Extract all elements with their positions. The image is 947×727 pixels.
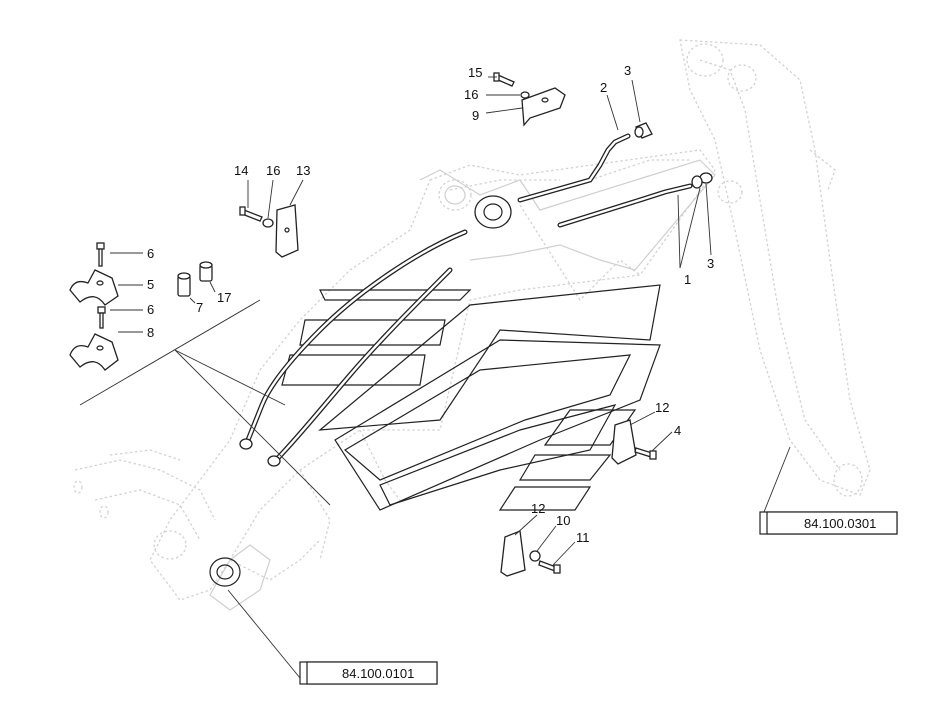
callout-7: 7 [196,300,203,315]
callout-10: 10 [556,513,570,528]
callout-6: 6 [147,246,154,261]
reference-box-boom[interactable]: 84.100.0301 [759,511,898,535]
bolt-part-6-lower [97,306,106,329]
clamp-part-9 [521,87,566,127]
callout-4: 4 [674,423,681,438]
sleeve-part-17 [199,261,213,282]
washer-part-16 [262,218,274,228]
section-lines [79,299,331,506]
reference-label: 84.100.0101 [342,666,414,681]
sleeve-part-7 [177,272,191,297]
callout-16: 16 [266,163,280,178]
ghost-main-frame [73,149,716,601]
steel-pipe-lower [557,183,693,228]
callout-15: 15 [468,65,482,80]
callout-14: 14 [234,163,248,178]
washer-part-16 [520,91,530,99]
fitting-part-3-upper [634,122,653,139]
frame-outline [281,284,661,511]
bolt-part-14 [239,206,263,222]
callout-17: 17 [217,290,231,305]
ghost-boom-arm [679,39,871,497]
steel-pipe-upper [517,133,631,203]
callout-12: 12 [655,400,669,415]
callout-13: 13 [296,163,310,178]
bolt-part-11 [538,560,561,574]
bracket-part-12-lower [500,530,526,577]
hose-end-fitting [267,455,281,467]
reference-label: 84.100.0301 [804,516,876,531]
bolt-part-4 [634,447,657,460]
callout-6: 6 [147,302,154,317]
callout-2: 2 [600,80,607,95]
hydraulic-hose-right [275,267,453,461]
fitting-part-3-lower [691,172,713,189]
callout-3: 3 [707,256,714,271]
bolt-part-15 [493,72,515,87]
bracket-part-12-upper [611,419,637,465]
clamp-part-5 [69,269,119,306]
boom-base-outline [209,159,716,611]
leader-lines [110,76,791,679]
callout-5: 5 [147,277,154,292]
washer-part-10 [529,550,541,562]
reference-box-frame[interactable]: 84.100.0101 [299,661,438,685]
clamp-part-8 [69,333,119,371]
callout-11: 11 [576,530,590,545]
hose-end-fitting [239,438,253,450]
bracket-part-13 [275,204,299,258]
hydraulic-hose-left [245,229,468,443]
callout-9: 9 [472,108,479,123]
callout-8: 8 [147,325,154,340]
callout-16: 16 [464,87,478,102]
callout-12: 12 [531,501,545,516]
bolt-part-6-upper [96,242,105,267]
callout-3: 3 [624,63,631,78]
callout-1: 1 [684,272,691,287]
